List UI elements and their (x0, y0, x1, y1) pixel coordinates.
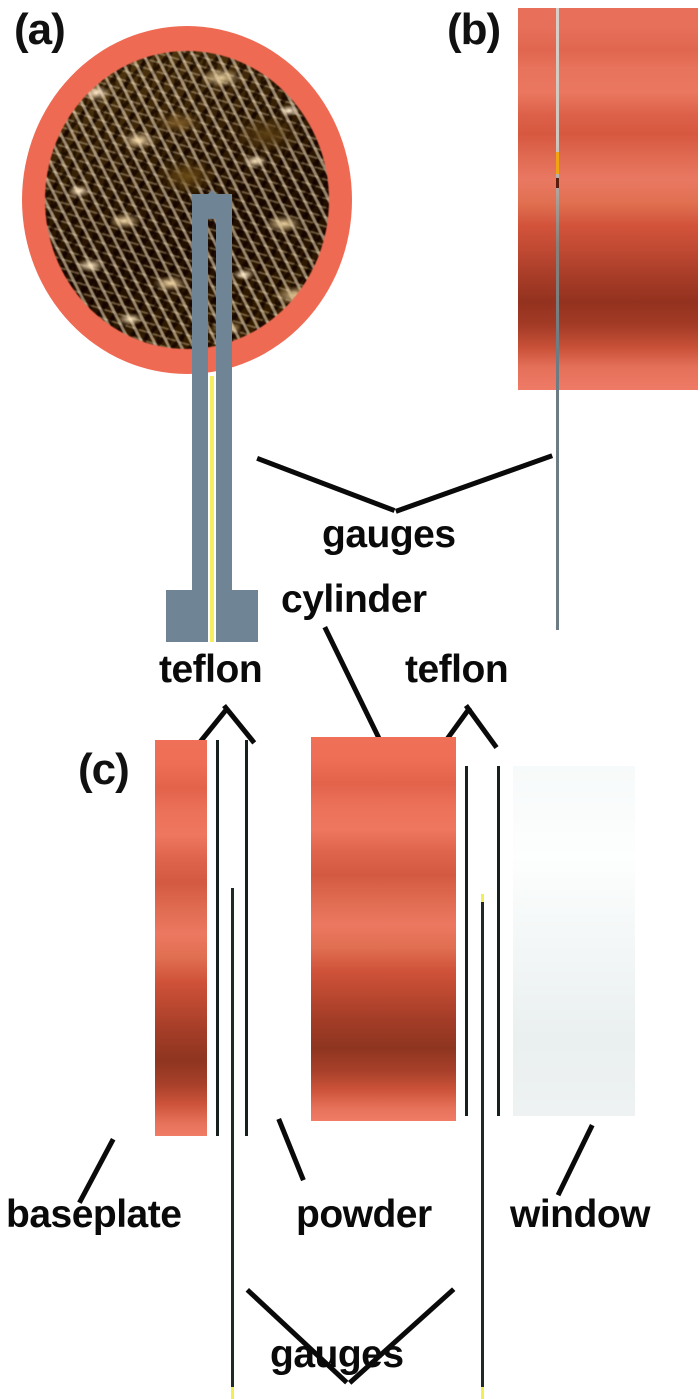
powder-leader (276, 1118, 306, 1182)
cylinder-label: cylinder (281, 578, 427, 621)
baseplate-block (155, 740, 207, 1136)
powder-sample-texture (45, 51, 329, 349)
gauge-line-right-tip (481, 1387, 484, 1399)
gauge-line-right-long (481, 900, 484, 1387)
teflon-label-left: teflon (159, 648, 263, 691)
gauge-line-right-tip-top (481, 894, 484, 902)
sample-ring (22, 26, 352, 374)
gauge-node-panel-b (556, 178, 559, 188)
cylinder-block (311, 737, 456, 1121)
teflon-line-right-1 (465, 766, 468, 1116)
powder-label: powder (296, 1193, 432, 1236)
gauge-lead-wire (210, 376, 214, 642)
gauge-line-panel-b (556, 8, 559, 630)
gauge-leg-left (192, 194, 208, 642)
cylinder-leader (322, 626, 382, 741)
teflon-line-right-2 (497, 766, 500, 1116)
gauge-assembly-panel-a (166, 176, 258, 642)
window-leader (555, 1124, 595, 1197)
baseplate-label: baseplate (6, 1193, 182, 1236)
gauge-line-left-long (231, 888, 234, 1387)
panel-b-tag: (b) (447, 5, 501, 54)
gauges-label-bottom: gauges (270, 1333, 404, 1376)
gauge-leg-right (216, 194, 232, 642)
gauge-marker-panel-b (556, 152, 559, 174)
panel-c-tag: (c) (78, 745, 130, 794)
gauges-leader-left (256, 456, 396, 513)
cylinder-side-view (518, 8, 698, 390)
window-label: window (510, 1193, 650, 1236)
gauge-line-left-tip (231, 1387, 234, 1399)
teflon-line-left-2 (245, 740, 248, 1136)
window-block (513, 766, 635, 1116)
gauge-foot-lead (210, 590, 214, 642)
panel-a-tag: (a) (14, 5, 66, 54)
powder-layer (262, 762, 276, 1110)
gauges-label-top: gauges (322, 513, 456, 556)
gauges-leader-right (395, 453, 554, 514)
teflon-label-right: teflon (405, 648, 509, 691)
teflon-line-left-1 (216, 740, 219, 1136)
